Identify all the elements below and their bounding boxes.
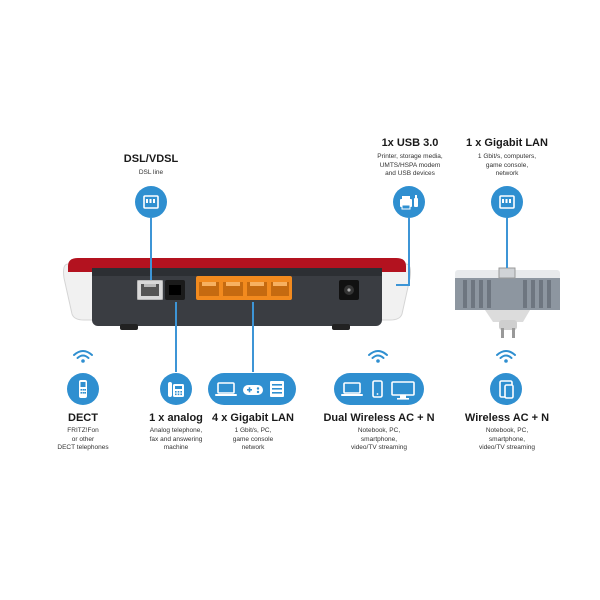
phone-socket xyxy=(165,280,185,300)
lan-port-icon xyxy=(491,186,523,218)
power-socket xyxy=(339,280,359,300)
dect-signal-icon xyxy=(73,350,93,363)
dsl-description: DSL line xyxy=(138,169,164,176)
analog-connector-line xyxy=(175,302,177,372)
dsl-title: DSL/VDSL xyxy=(123,153,179,165)
repeater-lan-connector-line xyxy=(506,218,508,268)
analog-phone-icon xyxy=(160,373,192,405)
laptop-phone-monitor-icon xyxy=(334,373,424,405)
repeater-lan-title: 1 x Gigabit LAN xyxy=(466,137,548,149)
usb-connector-line-h xyxy=(396,284,410,286)
printer-usb-icon xyxy=(393,186,425,218)
usb-title: 1x USB 3.0 xyxy=(381,137,439,149)
wireless-signal-icon xyxy=(496,350,516,363)
repeater-lan-description: 1 Gbit/s, computers, game console, netwo… xyxy=(477,153,537,177)
cordless-phone-icon xyxy=(67,373,99,405)
dsl-socket xyxy=(137,280,163,300)
repeater-device xyxy=(455,267,560,338)
dual-wireless-signal-icon xyxy=(368,350,388,363)
analog-title: 1 x analog xyxy=(149,412,203,424)
lan-connector-line xyxy=(252,302,254,372)
dual-wireless-title: Dual Wireless AC + N xyxy=(323,412,435,424)
wireless-description: Notebook, PC, smartphone, video/TV strea… xyxy=(479,427,535,451)
gigabit-lan-description: 1 Gbit/s, PC, game console network xyxy=(232,427,274,451)
phone-tablet-icon xyxy=(490,373,522,405)
analog-description: Analog telephone, fax and answering mach… xyxy=(149,427,203,451)
dsl-connector-line xyxy=(150,218,152,280)
dect-description: FRITZ!Fon or other DECT telephones xyxy=(57,427,109,451)
lan-ports xyxy=(196,276,292,300)
dsl-port-icon xyxy=(135,186,167,218)
gigabit-lan-title: 4 x Gigabit LAN xyxy=(212,412,294,424)
usb-connector-line xyxy=(408,218,410,286)
dual-wireless-description: Notebook, PC, smartphone, video/TV strea… xyxy=(351,427,407,451)
usb-description: Printer, storage media, UMTS/HSPA modem … xyxy=(377,153,443,177)
dect-title: DECT xyxy=(68,412,98,424)
laptop-gamepad-server-icon xyxy=(208,373,296,405)
wireless-title: Wireless AC + N xyxy=(464,412,550,424)
